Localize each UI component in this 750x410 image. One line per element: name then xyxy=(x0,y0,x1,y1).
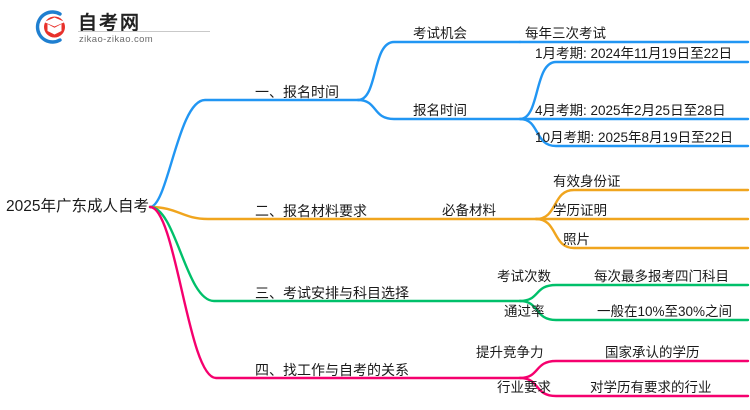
branch-node-3-child-2-leaf-1[interactable]: 一般在10%至30%之间 xyxy=(597,304,733,319)
wire-branch4-sub1 xyxy=(518,359,750,380)
wire-branch3-sub1 xyxy=(518,283,750,303)
branch-node-1[interactable]: 一、报名时间 xyxy=(255,84,339,100)
wire-root-branch4 xyxy=(148,205,522,380)
wire-sub2-leaf1 xyxy=(518,60,750,121)
wire-branch1-sub1 xyxy=(356,40,522,102)
branch-node-4[interactable]: 四、找工作与自考的关系 xyxy=(255,362,409,378)
branch-node-2-child-1-leaf-2[interactable]: 学历证明 xyxy=(553,203,607,218)
branch-node-2-child-1[interactable]: 必备材料 xyxy=(442,203,496,218)
wire-branch4-sub2 xyxy=(518,376,750,398)
wire-root-branch1 xyxy=(148,98,360,209)
site-logo: 自考网 zikao-zikao.com xyxy=(30,6,220,48)
branch-node-1-child-1[interactable]: 考试机会 xyxy=(413,26,467,41)
branch-node-4-child-2[interactable]: 行业要求 xyxy=(497,380,551,395)
logo-divider xyxy=(78,31,210,32)
wire-branch1-sub2 xyxy=(356,98,522,121)
branch-node-3-child-1-leaf-1[interactable]: 每次最多报考四门科目 xyxy=(594,269,729,284)
branch-node-3-child-1[interactable]: 考试次数 xyxy=(497,269,551,284)
wire-branch2-sub1-leaf3 xyxy=(534,217,750,250)
branch-node-1-child-2-leaf-1[interactable]: 1月考期: 2024年11月19日至22日 xyxy=(535,46,733,61)
wire-root-branch3 xyxy=(148,205,522,303)
branch-node-4-child-2-leaf-1[interactable]: 对学历有要求的行业 xyxy=(590,380,712,395)
branch-node-1-child-2-leaf-2[interactable]: 4月考期: 2025年2月25日至28日 xyxy=(535,103,726,118)
logo-url: zikao-zikao.com xyxy=(79,34,154,45)
wire-branch3-sub2 xyxy=(518,299,750,322)
branch-node-1-child-2[interactable]: 报名时间 xyxy=(413,103,467,118)
branch-node-2-child-1-leaf-1[interactable]: 有效身份证 xyxy=(553,174,621,189)
branch-node-4-child-1-leaf-1[interactable]: 国家承认的学历 xyxy=(605,345,700,360)
mindmap-root-node[interactable]: 2025年广东成人自考 xyxy=(6,198,149,215)
branch-node-2-child-1-leaf-3[interactable]: 照片 xyxy=(563,232,590,247)
branch-node-3[interactable]: 三、考试安排与科目选择 xyxy=(255,285,409,301)
logo-name-cn: 自考网 xyxy=(78,13,142,34)
graduation-cap-icon xyxy=(35,10,65,44)
branch-node-3-child-2[interactable]: 通过率 xyxy=(504,304,545,319)
branch-node-4-child-1[interactable]: 提升竞争力 xyxy=(476,345,544,360)
branch-node-2[interactable]: 二、报名材料要求 xyxy=(255,203,367,219)
branch-node-1-child-1-leaf-1[interactable]: 每年三次考试 xyxy=(525,26,606,41)
wire-root-branch2 xyxy=(148,205,538,221)
wire-sub2-leaf3 xyxy=(518,117,750,148)
branch-node-1-child-2-leaf-3[interactable]: 10月考期: 2025年8月19日至22日 xyxy=(535,130,734,145)
